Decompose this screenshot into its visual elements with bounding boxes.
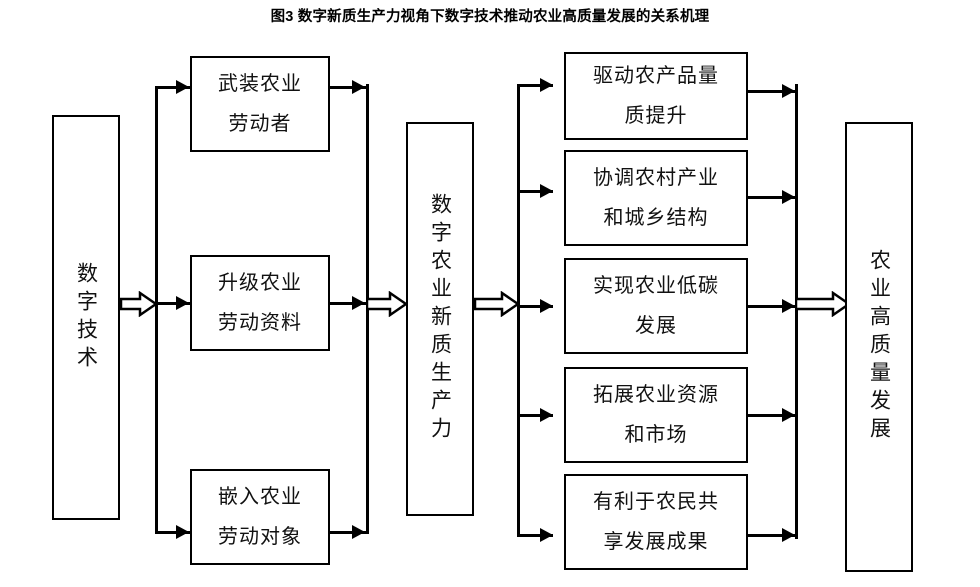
connector-line-stage2-to-low-carbon-agriculture bbox=[517, 305, 553, 308]
node-upgrade-ag-means-label: 升级农业 劳动资料 bbox=[218, 272, 302, 334]
arrowhead-low-carbon-agriculture-to-merge bbox=[782, 299, 795, 313]
node-coordinate-rural-urban: 协调农村产业 和城乡结构 bbox=[564, 150, 748, 246]
node-digital-technology-label: 数字技术 bbox=[74, 261, 99, 374]
connector-line-coordinate-rural-urban-to-merge bbox=[748, 196, 796, 199]
node-arm-ag-laborers-label: 武装农业 劳动者 bbox=[218, 73, 302, 135]
arrowhead-arm-ag-laborers-to-merge bbox=[352, 80, 365, 94]
connector-line-upgrade-ag-means-to-merge bbox=[330, 302, 366, 305]
node-coordinate-rural-urban-label: 协调农村产业 和城乡结构 bbox=[593, 167, 719, 229]
connector-line-stage2-to-coordinate-rural-urban bbox=[517, 190, 553, 193]
arrowhead-stage2-to-coordinate-rural-urban bbox=[540, 184, 553, 198]
node-drive-product-quality-label: 驱动农产品量 质提升 bbox=[593, 65, 719, 127]
bus-outcome-merge bbox=[795, 84, 798, 539]
arrowhead-embed-ag-objects-to-merge bbox=[352, 525, 365, 539]
arrowhead-expand-resources-market-to-merge bbox=[782, 408, 795, 422]
node-digital-technology: 数字技术 bbox=[52, 115, 120, 520]
block-arrow-stage2-to-stage3 bbox=[474, 291, 520, 317]
block-arrow-stage3-to-outcome bbox=[795, 291, 851, 317]
node-drive-product-quality: 驱动农产品量 质提升 bbox=[564, 52, 748, 140]
connector-line-stage2-to-drive-product-quality bbox=[517, 84, 553, 87]
arrowhead-source-to-upgrade-ag-means bbox=[176, 296, 189, 310]
node-upgrade-ag-means: 升级农业 劳动资料 bbox=[190, 255, 330, 351]
node-farmer-shared-benefits: 有利于农民共 享发展成果 bbox=[564, 474, 748, 570]
connector-line-source-to-upgrade-ag-means bbox=[155, 302, 191, 305]
node-arm-ag-laborers: 武装农业 劳动者 bbox=[190, 56, 330, 152]
arrowhead-source-to-embed-ag-objects bbox=[176, 525, 189, 539]
block-arrow-stage1-to-stage2 bbox=[366, 291, 408, 317]
connector-line-stage2-to-farmer-shared-benefits bbox=[517, 534, 553, 537]
node-expand-resources-market-label: 拓展农业资源 和市场 bbox=[593, 384, 719, 446]
node-high-quality-ag-development-label: 农业高质量发展 bbox=[867, 249, 892, 445]
node-digital-ag-new-quality-productive-forces: 数字农业新质生产力 bbox=[406, 122, 474, 516]
bus-stage3-distribute bbox=[517, 84, 520, 536]
arrowhead-drive-product-quality-to-merge bbox=[782, 84, 795, 98]
bus-stage1-distribute bbox=[155, 88, 158, 534]
block-arrow-source-to-stage1 bbox=[120, 291, 158, 317]
node-embed-ag-objects: 嵌入农业 劳动对象 bbox=[190, 469, 330, 565]
connector-line-expand-resources-market-to-merge bbox=[748, 414, 796, 417]
arrowhead-farmer-shared-benefits-to-merge bbox=[782, 528, 795, 542]
node-expand-resources-market: 拓展农业资源 和市场 bbox=[564, 367, 748, 463]
node-low-carbon-agriculture-label: 实现农业低碳 发展 bbox=[593, 275, 719, 337]
connector-line-low-carbon-agriculture-to-merge bbox=[748, 305, 796, 308]
arrowhead-stage2-to-drive-product-quality bbox=[540, 78, 553, 92]
connector-line-source-to-embed-ag-objects bbox=[155, 531, 191, 534]
connector-line-arm-ag-laborers-to-merge bbox=[330, 86, 366, 89]
node-farmer-shared-benefits-label: 有利于农民共 享发展成果 bbox=[593, 491, 719, 553]
node-high-quality-ag-development: 农业高质量发展 bbox=[845, 122, 913, 572]
node-embed-ag-objects-label: 嵌入农业 劳动对象 bbox=[218, 486, 302, 548]
node-low-carbon-agriculture: 实现农业低碳 发展 bbox=[564, 258, 748, 354]
node-digital-ag-new-quality-productive-forces-label: 数字农业新质生产力 bbox=[428, 193, 453, 445]
connector-line-source-to-arm-ag-laborers bbox=[155, 86, 191, 89]
connector-line-farmer-shared-benefits-to-merge bbox=[748, 534, 796, 537]
arrowhead-stage2-to-farmer-shared-benefits bbox=[540, 528, 553, 542]
arrowhead-stage2-to-expand-resources-market bbox=[540, 408, 553, 422]
arrowhead-upgrade-ag-means-to-merge bbox=[352, 296, 365, 310]
connector-line-drive-product-quality-to-merge bbox=[748, 90, 796, 93]
arrowhead-source-to-arm-ag-laborers bbox=[176, 80, 189, 94]
arrowhead-stage2-to-low-carbon-agriculture bbox=[540, 299, 553, 313]
connector-line-embed-ag-objects-to-merge bbox=[330, 531, 366, 534]
arrowhead-coordinate-rural-urban-to-merge bbox=[782, 190, 795, 204]
figure-title: 图3 数字新质生产力视角下数字技术推动农业高质量发展的关系机理 bbox=[270, 9, 710, 25]
connector-line-stage2-to-expand-resources-market bbox=[517, 414, 553, 417]
